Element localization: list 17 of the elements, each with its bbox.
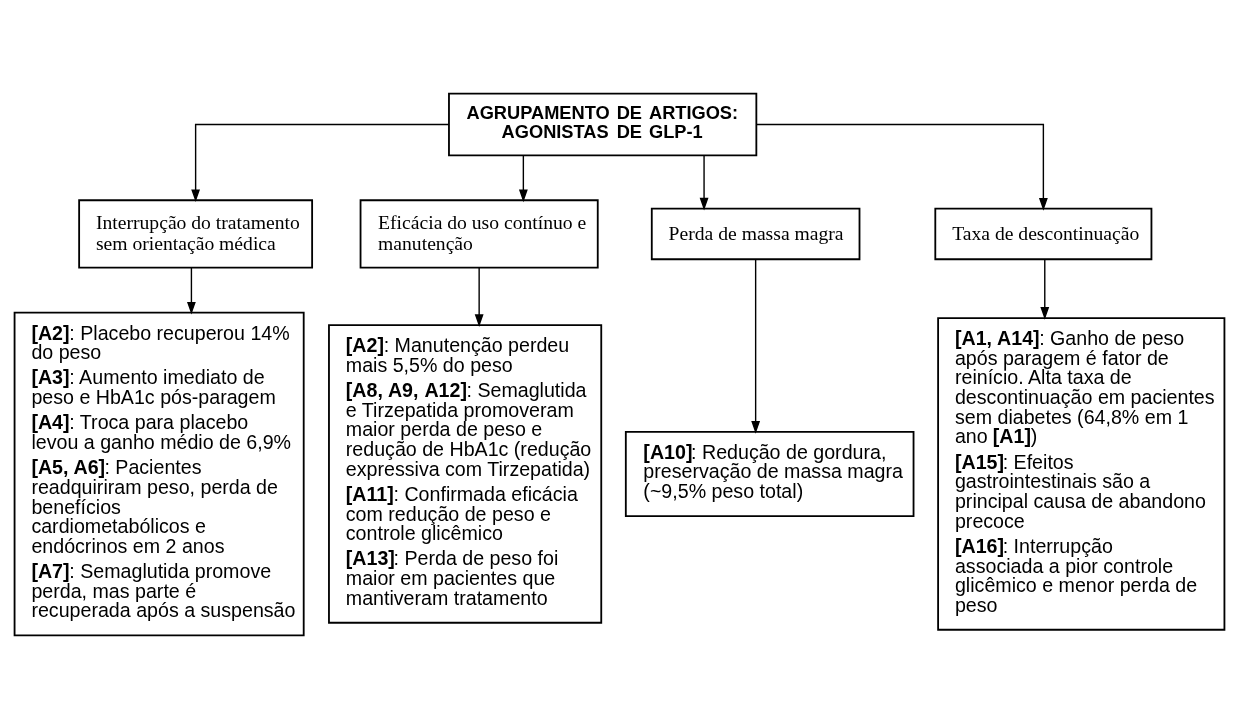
arrow: [518, 154, 528, 202]
node-box: [A1, A14]: Ganho de peso após paragem é fator de reinício. Alta taxa de descontinuação em pacientes sem diabetes (64,8% em 1 ano [A1]) [A15]: Efeitos gastrointestinais são a principal causa de abandono precoce [A16]: Interrupção associada a pior controle glicêmico e menor perda de peso: [937, 316, 1226, 631]
node-box: Perda de massa magra: [650, 207, 861, 260]
node-box: Eficácia do uso contínuo e manutenção: [359, 198, 599, 269]
arrow: [699, 154, 709, 210]
arrow: [751, 258, 761, 434]
node-box: [A2]: Placebo recuperou 14% do peso [A3]: Aumento imediato de peso e HbA1c pós-paragem [A4]: Troca para placebo levou a ganho médio de 6,9% [A5, A6]: Pacientes readquiriram peso, perda de benefícios cardiometabólicos e endócrinos em 2 anos [A7]: Semaglutida promove perda, mas parte é recuperada após a suspensão: [13, 311, 305, 636]
node-box: [A2]: Manutenção perdeu mais 5,5% do peso [A8, A9, A12]: Semaglutida e Tirzepatida promoveram maior perda de peso e redução de HbA1c (redução expressiva com Tirzepatida) [A11]: Confirmada eficácia com redução de peso e controle glicêmico [A13]: Perda de peso foi maior em pacientes que mantiveram tratamento: [328, 323, 603, 624]
node-box: [A10]: Redução de gordura, preservação de massa magra (~9,5% peso total): [624, 430, 915, 517]
node-box: AGRUPAMENTO DE ARTIGOS: AGONISTAS DE GLP-1: [448, 92, 758, 156]
node-box: Interrupção do tratamento sem orientação médica: [78, 198, 314, 269]
arrow: [187, 266, 196, 315]
arrow: [1040, 258, 1050, 320]
arrow: [191, 123, 450, 202]
arrow: [474, 266, 484, 327]
arrow: [756, 123, 1048, 211]
node-box: Taxa de descontinuação: [934, 207, 1153, 260]
